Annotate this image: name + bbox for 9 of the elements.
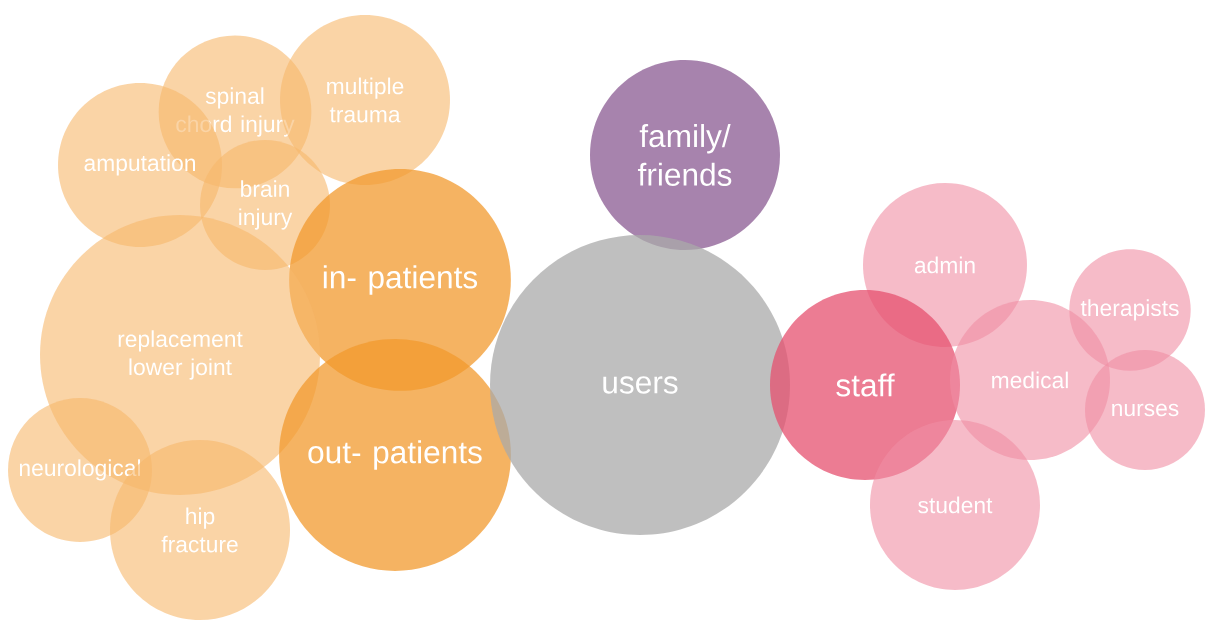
bubble: neurological (8, 398, 152, 542)
bubble: family/ friends (590, 60, 780, 250)
bubble: users (490, 235, 790, 535)
bubble: student (870, 420, 1040, 590)
bubble: staff (770, 290, 960, 480)
bubble: out- patients (279, 339, 511, 571)
bubble: nurses (1085, 350, 1205, 470)
bubble: admin (863, 183, 1027, 347)
bubble: therapists (1069, 249, 1191, 371)
